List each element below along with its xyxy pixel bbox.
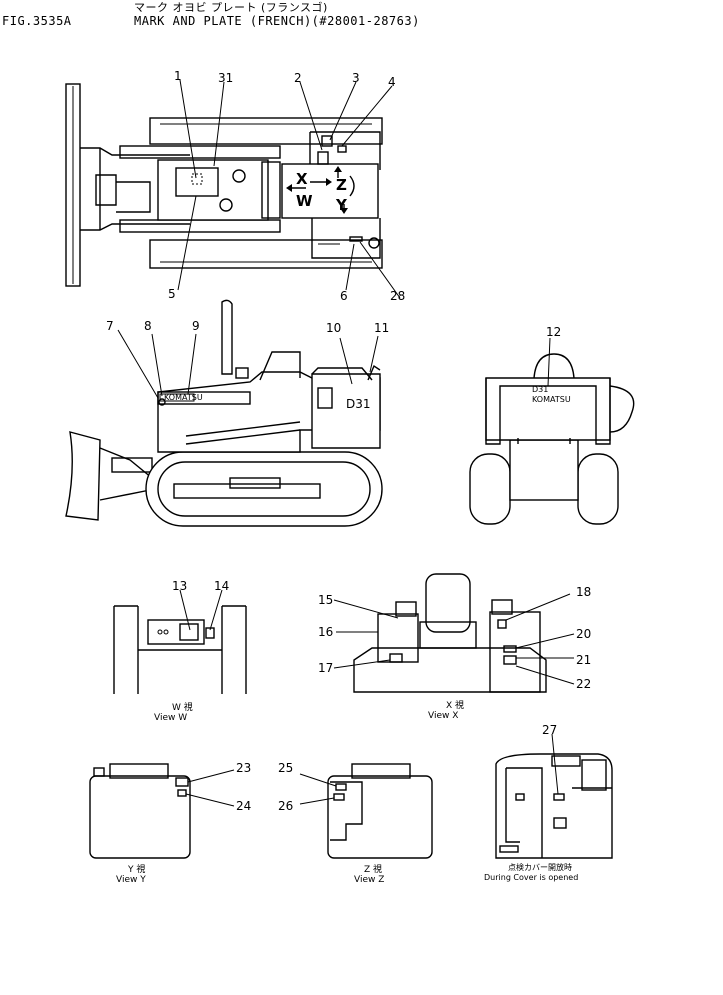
callout-18: 18 [576,585,591,599]
view-cover-open [495,733,613,859]
callout-3: 3 [352,71,360,85]
callout-12: 12 [546,325,561,339]
top-view: X W Z Y [65,79,401,299]
view-x-caption-jp: X 視 [446,699,464,711]
cover-caption-en: During Cover is opened [484,873,578,882]
view-x [333,573,575,693]
brand-mark-side: KOMATSU [164,393,203,402]
view-arrow-y: Y [335,196,348,214]
side-view: KOMATSU D31 [65,299,383,527]
callout-6: 6 [340,289,348,303]
model-mark-rear: D31 [532,385,548,394]
callout-21: 21 [576,653,591,667]
view-z-caption-jp: Z 視 [364,863,382,875]
callout-31: 31 [218,71,233,85]
view-x-caption-en: View X [428,711,458,721]
view-w [113,589,247,694]
brand-mark-rear: KOMATSU [532,395,571,404]
callout-8: 8 [144,319,152,333]
view-z [299,763,433,859]
callout-24: 24 [236,799,251,813]
callout-5: 5 [168,287,176,301]
view-arrow-w: W [296,192,313,210]
callout-14: 14 [214,579,229,593]
callout-4: 4 [388,75,396,89]
callout-11: 11 [374,321,389,335]
callout-22: 22 [576,677,591,691]
callout-16: 16 [318,625,333,639]
callout-27: 27 [542,723,557,737]
callout-10: 10 [326,321,341,335]
callout-26: 26 [278,799,293,813]
title-japanese: マーク オヨビ プレート (フランスゴ) [134,1,328,14]
model-mark-side: D31 [346,397,371,411]
figure-number: FIG.3535A [2,14,72,28]
callout-28: 28 [390,289,405,303]
view-y [89,763,235,859]
view-z-caption-en: View Z [354,875,384,885]
callout-9: 9 [192,319,200,333]
callout-20: 20 [576,627,591,641]
view-w-caption-en: View W [154,713,187,723]
callout-25: 25 [278,761,293,775]
callout-17: 17 [318,661,333,675]
callout-13: 13 [172,579,187,593]
view-y-caption-en: View Y [116,875,146,885]
callout-7: 7 [106,319,114,333]
view-w-caption-jp: W 視 [172,701,193,713]
callout-23: 23 [236,761,251,775]
cover-caption-jp: 点検カバー開放時 [508,862,572,872]
view-y-caption-jp: Y 視 [127,863,145,875]
callout-15: 15 [318,593,333,607]
rear-view: D31 KOMATSU [469,337,635,525]
title-english: MARK AND PLATE (FRENCH)(#28001-28763) [134,14,420,28]
view-arrow-z: Z [336,176,347,194]
view-arrow-x: X [296,170,308,188]
callout-2: 2 [294,71,302,85]
callout-1: 1 [174,69,182,83]
